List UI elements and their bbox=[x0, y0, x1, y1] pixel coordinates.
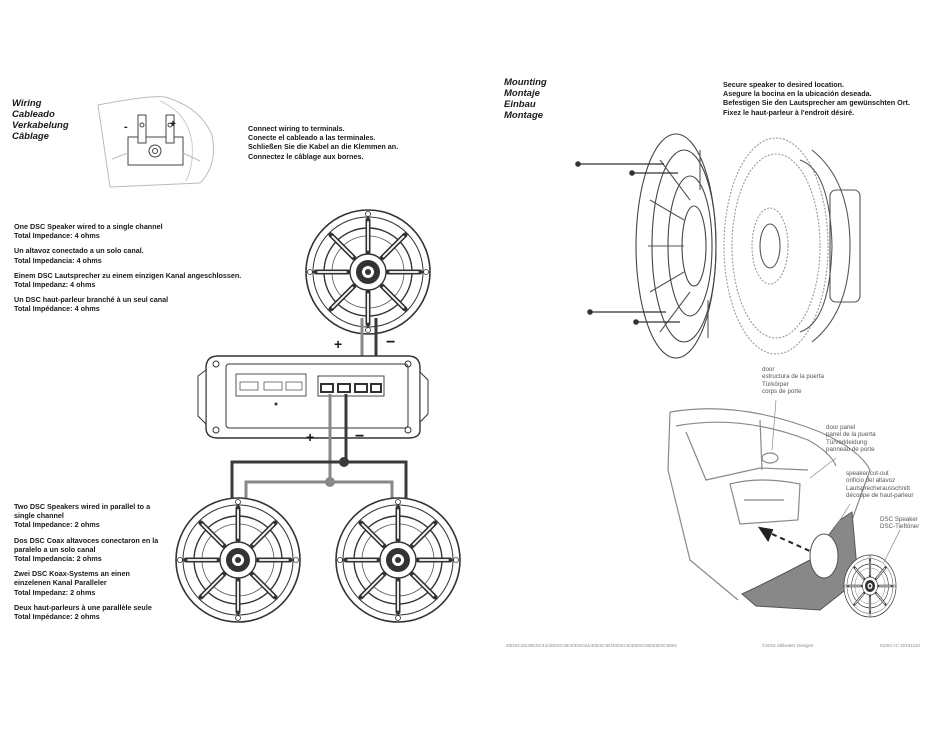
bottom-minus-label: − bbox=[355, 428, 365, 445]
door-label-line: door bbox=[762, 366, 775, 373]
terminal-instruction-en: Connect wiring to terminals. bbox=[248, 124, 345, 133]
mounting-instructions: Secure speaker to desired location. Aseg… bbox=[723, 80, 910, 117]
single-channel-line: Un DSC haut-parleur branché à un seul ca… bbox=[14, 295, 169, 305]
car-door-illustration bbox=[667, 408, 871, 601]
single-channel-impedance: Total Impedanz: 4 ohms bbox=[14, 280, 96, 290]
speaker-cutout bbox=[809, 533, 839, 579]
amplifier bbox=[197, 355, 429, 439]
bottom-left-speaker bbox=[176, 498, 300, 622]
wiring-heading-es: Cableado bbox=[12, 109, 55, 120]
single-channel-block-en: One DSC Speaker wired to a single channe… bbox=[14, 222, 241, 240]
dsc-speaker-label-line: DSC Speaker bbox=[880, 516, 918, 523]
door-panel-label-line: panel de la puerta bbox=[826, 431, 876, 439]
single-channel-line: Un altavoz conectado a un solo canal. bbox=[14, 246, 144, 256]
terminal-minus-label: - bbox=[124, 121, 128, 133]
parallel-block-en: Two DSC Speakers wired in parallel to a … bbox=[14, 502, 158, 530]
mounting-instruction-de: Befestigen Sie den Lautsprecher am gewün… bbox=[723, 98, 910, 108]
parallel-line: Deux haut-parleurs à une parallèle seule bbox=[14, 602, 152, 612]
cutout-label-line: découpe de haut-parleur bbox=[846, 492, 914, 500]
single-channel-impedance: Total Impedance: 4 ohms bbox=[14, 231, 100, 241]
single-channel-text: One DSC Speaker wired to a single channe… bbox=[14, 222, 241, 314]
parallel-line: Two DSC Speakers wired in parallel to a bbox=[14, 502, 151, 511]
parallel-impedance: Total Impédance: 2 ohms bbox=[14, 612, 100, 622]
bottom-right-speaker bbox=[336, 498, 460, 622]
mounting-heading-de: Einbau bbox=[504, 99, 536, 110]
footer-code: KDSC-IC 20161110 bbox=[880, 643, 920, 648]
dsc-speaker-label: DSC Speaker DSC-Tieftöner bbox=[880, 516, 919, 531]
dsc-speaker-small bbox=[842, 553, 898, 619]
top-minus-label: − bbox=[386, 334, 396, 351]
parallel-block-de: Zwei DSC Koax-Systems an einen einzelene… bbox=[14, 569, 158, 597]
mounting-instruction-en: Secure speaker to desired location. bbox=[723, 80, 845, 89]
door-panel-label-line: Türverkleidung bbox=[826, 438, 867, 446]
mounting-instruction-fr: Fixez le haut-parleur à l'endroit désiré… bbox=[723, 107, 855, 117]
door-label-line: corps de porte bbox=[762, 388, 802, 396]
door-panel-label-line: panneau de porte bbox=[826, 446, 875, 454]
top-speaker bbox=[306, 210, 430, 334]
parallel-impedance: Total Impedancia: 2 ohms bbox=[14, 554, 102, 564]
cutout-label-line: speaker cut-out bbox=[846, 470, 889, 477]
parallel-text: Two DSC Speakers wired in parallel to a … bbox=[14, 502, 158, 621]
mounting-instruction-es: Asegure la bocina en la ubicación desead… bbox=[723, 89, 872, 99]
install-arrow bbox=[757, 526, 813, 553]
parallel-line: Zwei DSC Koax-Systems an einen bbox=[14, 569, 130, 579]
door-label-line: estructura de la puerta bbox=[762, 373, 824, 381]
wiring-heading-de: Verkabelung bbox=[12, 120, 69, 131]
footer-copyright: ©2016 Stillwater Designs bbox=[762, 643, 814, 648]
parallel-impedance: Total Impedance: 2 ohms bbox=[14, 520, 100, 530]
parallel-line: einzelenen Kanal Paralleler bbox=[14, 578, 107, 588]
mounting-heading-fr: Montage bbox=[504, 110, 544, 121]
single-channel-line: One DSC Speaker wired to a single channe… bbox=[14, 222, 163, 231]
single-channel-impedance: Total Impédance: 4 ohms bbox=[14, 304, 100, 314]
parallel-block-fr: Deux haut-parleurs à une parallèle seule… bbox=[14, 603, 158, 621]
terminal-instruction-es: Conecte el cableado a las terminales. bbox=[248, 133, 376, 143]
parallel-line: paralelo a un solo canal bbox=[14, 544, 96, 554]
wiring-heading-fr: Câblage bbox=[12, 131, 49, 142]
speaker-cutout-label: speaker cut-out orificio del altavoz Lau… bbox=[846, 470, 913, 500]
door-panel-label: door panel panel de la puerta Türverklei… bbox=[826, 424, 876, 454]
parallel-impedance: Total Impedanz: 2 ohms bbox=[14, 587, 96, 597]
footer-models: 40DSC35/40DSC44/40DSC46/40DSC54/40DSC65/… bbox=[506, 643, 677, 648]
single-channel-block-fr: Un DSC haut-parleur branché à un seul ca… bbox=[14, 295, 241, 313]
door-panel-label-line: door panel bbox=[826, 424, 856, 431]
mounting-exploded-view bbox=[635, 133, 861, 359]
mounting-heading-en: Mounting bbox=[504, 77, 547, 88]
mounting-screws bbox=[575, 161, 680, 325]
single-channel-block-de: Einem DSC Lautsprecher zu einem einzigen… bbox=[14, 271, 241, 289]
cutout-label-line: Lautsprecherausschnitt bbox=[846, 484, 910, 492]
terminal-instruction-fr: Connectez le câblage aux bornes. bbox=[248, 151, 364, 161]
wiring-heading: Wiring Cableado Verkabelung Câblage bbox=[12, 98, 69, 142]
door-label-line: Türkörper bbox=[762, 380, 789, 388]
terminal-plus-label: + bbox=[170, 119, 176, 130]
negative-junction bbox=[339, 457, 349, 467]
single-channel-line: Einem DSC Lautsprecher zu einem einzigen… bbox=[14, 270, 242, 280]
dsc-speaker-label-line: DSC-Tieftöner bbox=[880, 523, 920, 531]
parallel-block-es: Dos DSC Coax altavoces conectaron en la … bbox=[14, 536, 158, 564]
door-panel bbox=[741, 511, 859, 611]
terminal-illustration bbox=[97, 96, 214, 188]
positive-junction bbox=[325, 477, 335, 487]
top-plus-label: + bbox=[334, 336, 343, 352]
door-label: door estructura de la puerta Türkörper c… bbox=[762, 366, 824, 396]
single-channel-impedance: Total Impedancia: 4 ohms bbox=[14, 255, 102, 265]
mounting-heading: Mounting Montaje Einbau Montage bbox=[504, 77, 547, 121]
terminal-instructions: Connect wiring to terminals. Conecte el … bbox=[248, 124, 398, 161]
cutout-label-line: orificio del altavoz bbox=[846, 477, 896, 485]
mounting-heading-es: Montaje bbox=[504, 88, 540, 99]
single-channel-block-es: Un altavoz conectado a un solo canal. To… bbox=[14, 246, 241, 264]
parallel-line: Dos DSC Coax altavoces conectaron en la bbox=[14, 535, 159, 545]
door-label-leaders bbox=[771, 399, 901, 563]
terminal-instruction-de: Schließen Sie die Kabel an die Klemmen a… bbox=[248, 142, 399, 152]
wiring-heading-en: Wiring bbox=[12, 98, 42, 109]
bottom-plus-label: + bbox=[306, 429, 315, 445]
parallel-line: single channel bbox=[14, 511, 64, 521]
